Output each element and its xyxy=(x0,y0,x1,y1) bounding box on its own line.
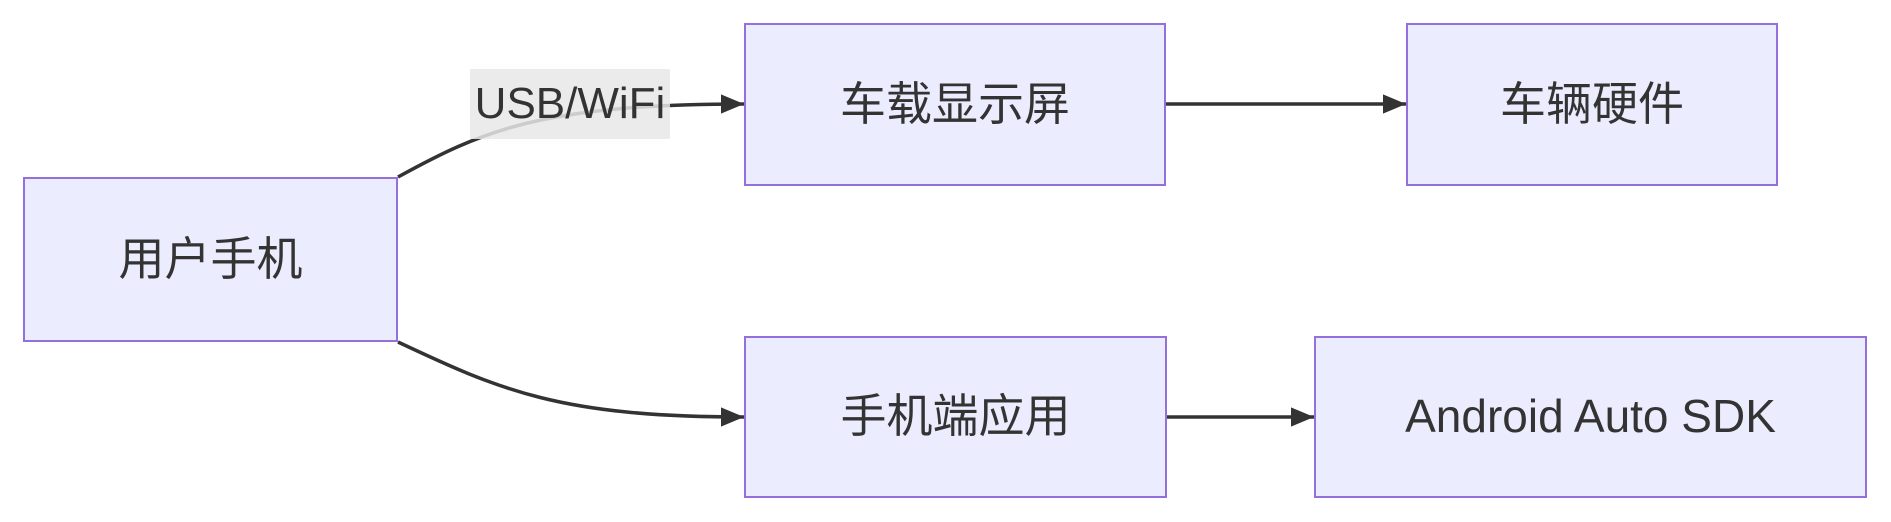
edge-user-phone-to-phone-app xyxy=(397,340,745,427)
edge-label-usb-wifi: USB/WiFi xyxy=(470,69,670,139)
node-label: 用户手机 xyxy=(118,232,303,285)
node-android-auto-sdk: Android Auto SDK xyxy=(1314,336,1867,498)
node-car-display: 车载显示屏 xyxy=(744,23,1166,186)
node-label: 车载显示屏 xyxy=(840,77,1070,130)
node-user-phone: 用户手机 xyxy=(23,177,398,342)
node-phone-app: 手机端应用 xyxy=(744,336,1167,498)
edge-label-text: USB/WiFi xyxy=(474,79,666,128)
node-label: 手机端应用 xyxy=(840,390,1071,443)
node-label: 车辆硬件 xyxy=(1500,77,1684,130)
node-vehicle-hardware: 车辆硬件 xyxy=(1406,23,1778,186)
node-label: Android Auto SDK xyxy=(1405,390,1776,443)
